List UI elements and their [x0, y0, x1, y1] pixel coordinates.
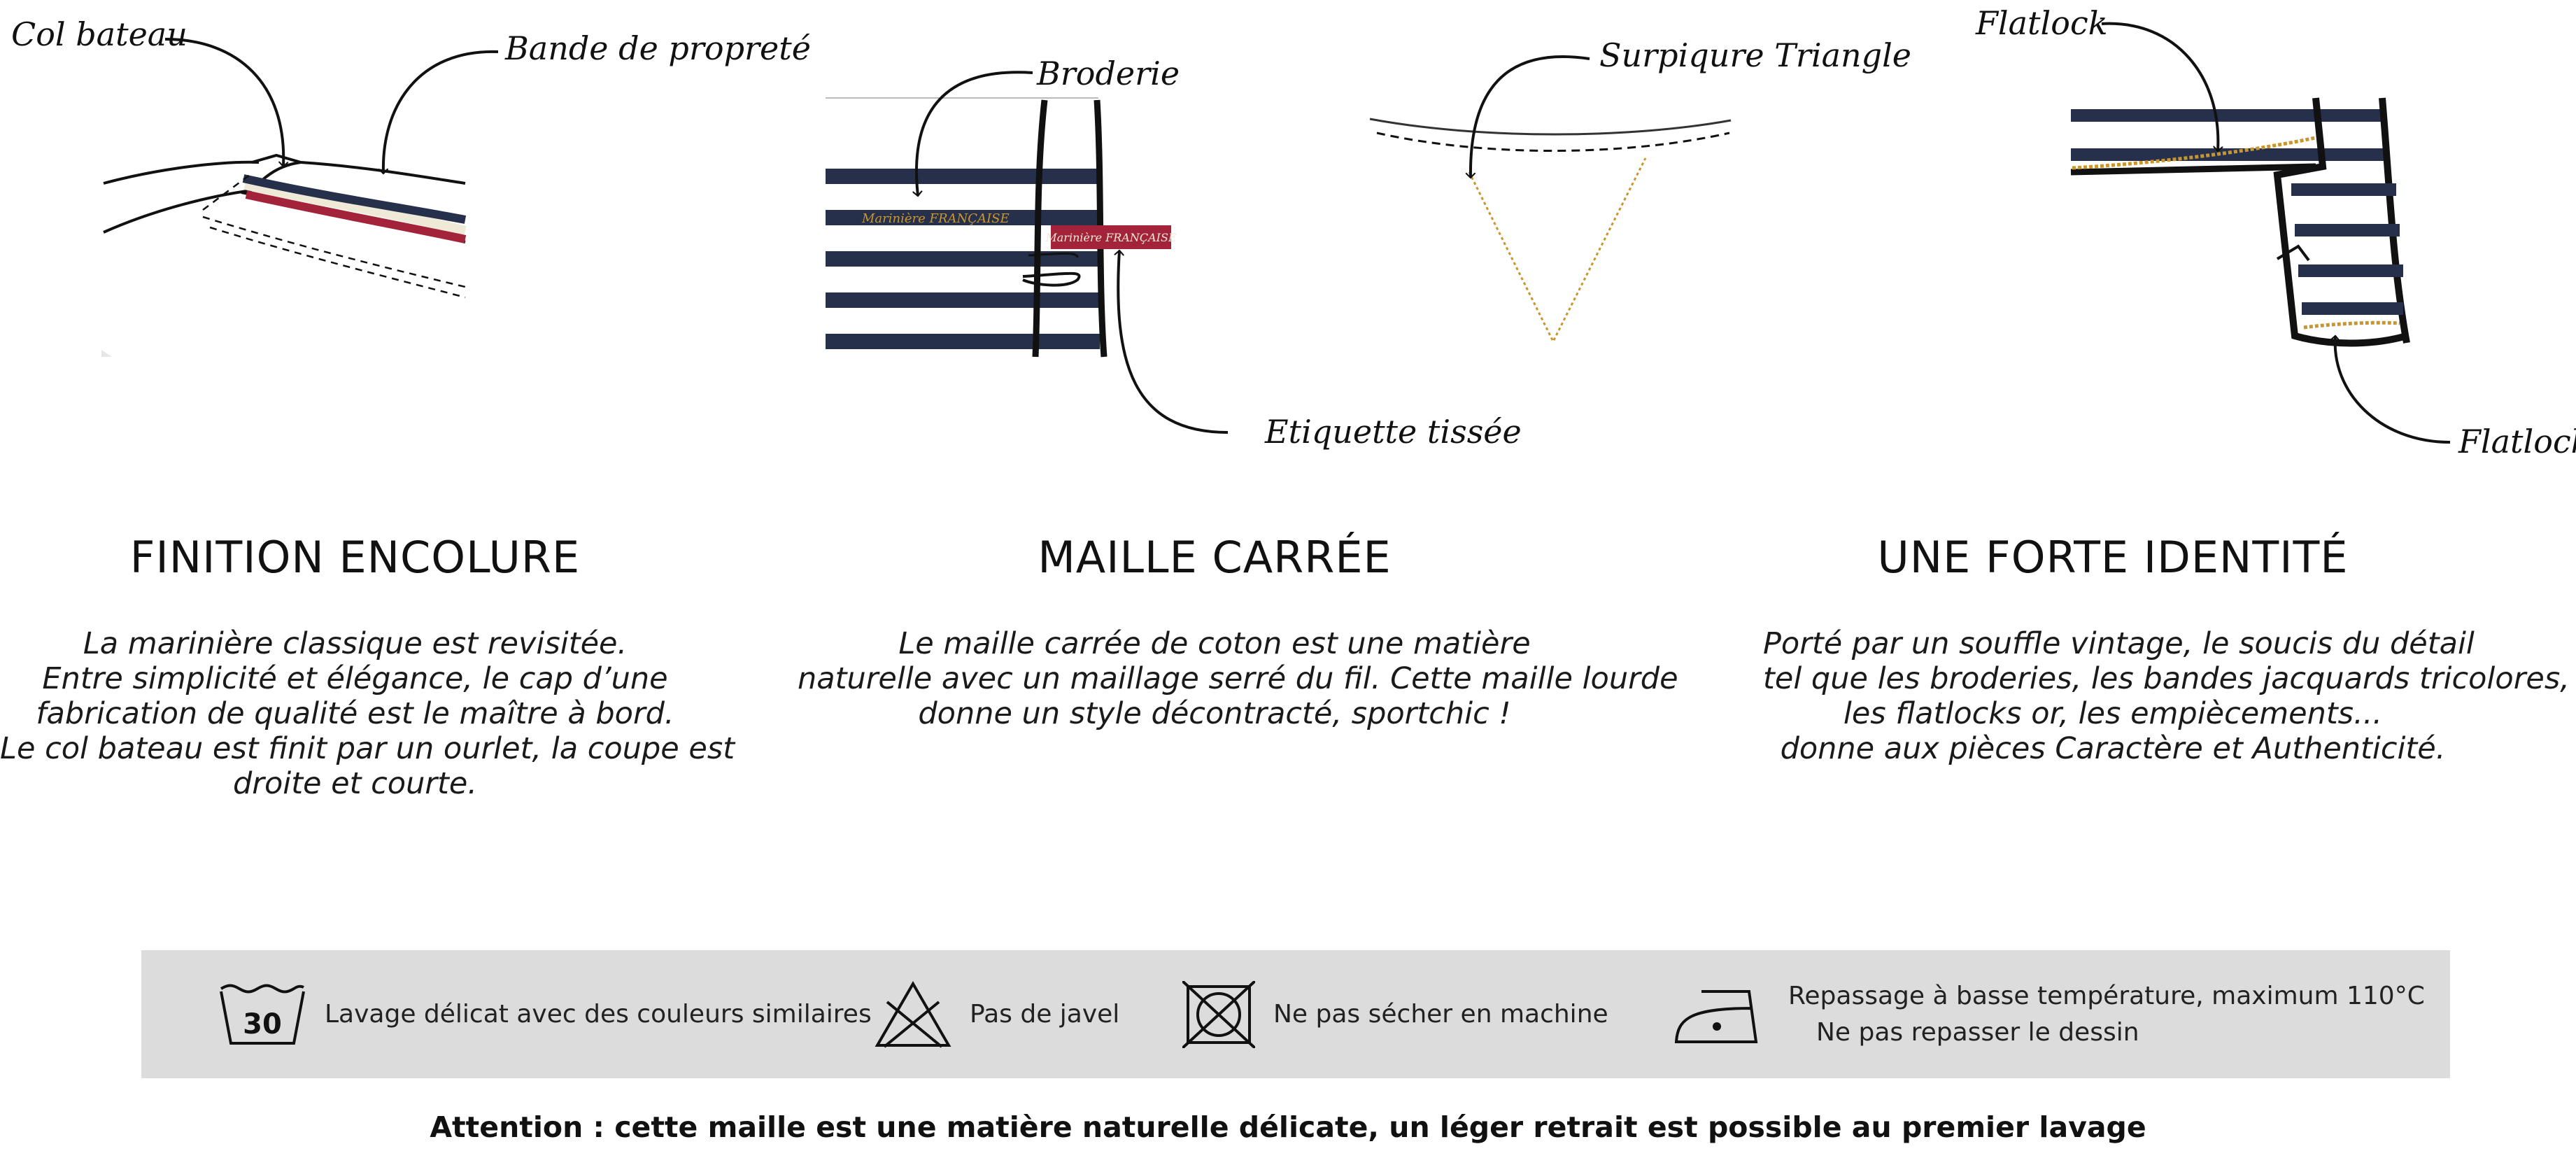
section-text-line: Porté par un souffle vintage, le soucis … — [1763, 626, 2475, 661]
callout-etiquette: Etiquette tissée — [1265, 413, 1522, 451]
section-text-line: fabrication de qualité est le maître à b… — [36, 696, 674, 731]
callout-bande-proprete: Bande de propreté — [505, 29, 811, 67]
no-tumble-dry-icon — [1182, 980, 1255, 1048]
care-text-group: Repassage à basse température, maximum 1… — [1788, 978, 2425, 1051]
bande-proprete-arrow — [383, 50, 499, 174]
care-text-secondary: Ne pas repasser le dessin — [1816, 1017, 2139, 1047]
callout-flatlock-bottom: Flatlock — [2458, 423, 2576, 460]
section-finition-encolure: FINITION ENCOLURE La marinière classique… — [0, 532, 735, 801]
callout-broderie: Broderie — [1037, 55, 1180, 92]
flatlock-top-arrow — [2101, 22, 2218, 151]
section-maille-carree: MAILLE CARRÉE Le maille carrée de coton … — [798, 532, 1678, 731]
col-bateau-arrow — [164, 38, 283, 167]
broderie-arrow — [917, 71, 1033, 196]
section-text-line: donne un style décontracté, sportchic ! — [918, 696, 1511, 731]
surpiqure-arrow — [1471, 55, 1590, 178]
section-text-line: tel que les broderies, les bandes jacqua… — [1763, 661, 2570, 696]
collar-illustration — [101, 153, 467, 357]
surpiqure-illustration — [1369, 118, 1732, 344]
section-forte-identite: UNE FORTE IDENTITÉ Porté par un souffle … — [1763, 532, 2570, 766]
section-text-line: naturelle avec un maillage serré du fil.… — [798, 661, 1678, 696]
care-bleach: Pas de javel — [875, 950, 1119, 1078]
section-title: UNE FORTE IDENTITÉ — [1877, 532, 2349, 583]
care-text: Pas de javel — [970, 999, 1120, 1029]
maille-illustration: Marinière FRANÇAISE Marinière FRANÇAISE — [826, 97, 1177, 358]
section-text-line: La marinière classique est revisitée. — [83, 626, 628, 661]
care-iron: Repassage à basse température, maximum 1… — [1673, 950, 2425, 1078]
embroidery-text: Marinière FRANÇAISE — [861, 211, 1010, 226]
care-wash: 30 Lavage délicat avec des couleurs simi… — [218, 950, 872, 1078]
flatlock-illustration — [2070, 97, 2410, 347]
wash-temperature: 30 — [243, 1008, 282, 1040]
section-text-line: droite et courte. — [232, 766, 478, 801]
illustrations: Marinière FRANÇAISE Marinière FRANÇAISE — [101, 22, 2451, 444]
shrink-warning: Attention : cette maille est une matière… — [430, 1110, 2146, 1144]
callout-flatlock-top: Flatlock — [1976, 4, 2108, 42]
callout-col-bateau: Col bateau — [11, 15, 187, 53]
section-text-line: Le col bateau est finit par un ourlet, l… — [0, 731, 735, 766]
care-text: Ne pas sécher en machine — [1273, 999, 1608, 1029]
section-title: MAILLE CARRÉE — [1038, 532, 1392, 583]
section-text-line: les flatlocks or, les empiècements... — [1843, 696, 2383, 731]
care-instructions-panel: 30 Lavage délicat avec des couleurs simi… — [141, 950, 2450, 1078]
etiquette-arrow — [1118, 250, 1229, 434]
section-text-line: donne aux pièces Caractère et Authentici… — [1780, 731, 2446, 766]
care-text: Lavage délicat avec des couleurs similai… — [325, 999, 872, 1029]
wash-30-icon: 30 — [220, 984, 305, 1045]
section-text-line: Entre simplicité et élégance, le cap d’u… — [42, 661, 668, 696]
iron-low-icon — [1674, 989, 1758, 1043]
no-bleach-icon — [875, 980, 951, 1048]
woven-label-text: Marinière FRANÇAISE — [1045, 231, 1177, 244]
care-text: Repassage à basse température, maximum 1… — [1788, 981, 2425, 1010]
callout-surpiqure: Surpiqure Triangle — [1599, 36, 1912, 74]
section-title: FINITION ENCOLURE — [129, 532, 581, 583]
care-dry: Ne pas sécher en machine — [1182, 950, 1608, 1078]
section-text-line: Le maille carrée de coton est une matièr… — [898, 626, 1531, 661]
flatlock-bottom-arrow — [2335, 336, 2451, 444]
